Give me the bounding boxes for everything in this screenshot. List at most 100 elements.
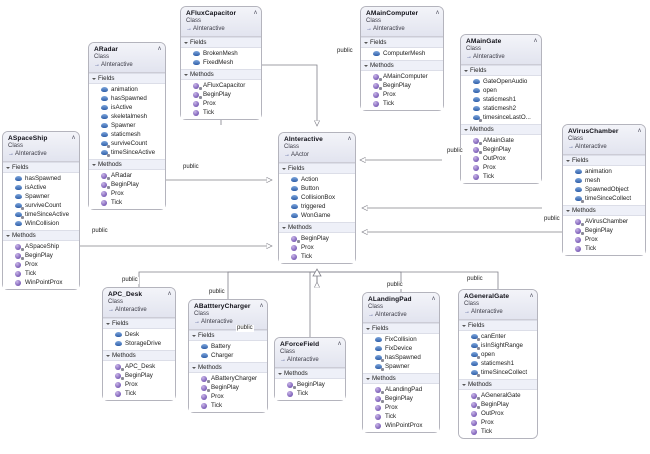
fields-section[interactable]: Fields [563,155,645,166]
method-row[interactable]: BeginPlay [459,400,537,409]
field-row[interactable]: SpawnedObject [563,185,645,194]
method-row[interactable]: Tick [363,412,439,421]
field-row[interactable]: hasSpawned [89,94,165,103]
field-row[interactable]: skeletalmesh [89,112,165,121]
method-row[interactable]: AMainGate [461,136,541,145]
methods-section[interactable]: Methods [363,373,439,384]
method-row[interactable]: Tick [189,401,267,410]
method-row[interactable]: ABatteryCharger [189,374,267,383]
field-row[interactable]: hasSpawned [3,174,79,183]
field-row[interactable]: WinCollision [3,219,79,228]
method-row[interactable]: Tick [181,108,261,117]
fields-section[interactable]: Fields [461,65,541,76]
disclosure-triangle-icon[interactable] [6,234,10,237]
field-row[interactable]: Action [279,175,355,184]
method-row[interactable]: ASpaceShip [3,242,79,251]
method-row[interactable]: WinPointProx [363,421,439,430]
field-row[interactable]: Spawner [3,192,79,201]
collapse-chevron-icon[interactable]: ʌ [158,46,161,52]
method-row[interactable]: BeginPlay [275,380,345,389]
fields-section[interactable]: Fields [279,163,355,174]
methods-section[interactable]: Methods [459,379,537,390]
method-row[interactable]: BeginPlay [361,81,443,90]
disclosure-triangle-icon[interactable] [184,41,188,44]
field-row[interactable]: animation [563,167,645,176]
collapse-chevron-icon[interactable]: ʌ [534,38,537,44]
fields-section[interactable]: Fields [181,37,261,48]
field-row[interactable]: animation [89,85,165,94]
method-row[interactable]: BeginPlay [563,226,645,235]
method-row[interactable]: OutProx [459,409,537,418]
field-row[interactable]: FixCollision [363,335,439,344]
method-row[interactable]: Prox [361,90,443,99]
field-row[interactable]: mesh [563,176,645,185]
collapse-chevron-icon[interactable]: ʌ [432,296,435,302]
collapse-chevron-icon[interactable]: ʌ [254,10,257,16]
methods-section[interactable]: Methods [563,205,645,216]
field-row[interactable]: timesinceLastO... [461,113,541,122]
field-row[interactable]: timeSinceCollect [563,194,645,203]
method-row[interactable]: BeginPlay [189,383,267,392]
method-row[interactable]: Prox [189,392,267,401]
field-row[interactable]: timeSinceActive [3,210,79,219]
methods-section[interactable]: Methods [189,362,267,373]
fields-section[interactable]: Fields [89,73,165,84]
disclosure-triangle-icon[interactable] [192,334,196,337]
methods-section[interactable]: Methods [103,350,175,361]
method-row[interactable]: AMainComputer [361,72,443,81]
field-row[interactable]: staticmesh [89,130,165,139]
disclosure-triangle-icon[interactable] [92,163,96,166]
disclosure-triangle-icon[interactable] [364,64,368,67]
method-row[interactable]: AFluxCapacitor [181,81,261,90]
method-row[interactable]: BeginPlay [461,145,541,154]
field-row[interactable]: surviveCount [89,139,165,148]
method-row[interactable]: BeginPlay [181,90,261,99]
field-row[interactable]: FixDevice [363,344,439,353]
collapse-chevron-icon[interactable]: ʌ [72,135,75,141]
field-row[interactable]: ComputerMesh [361,49,443,58]
methods-section[interactable]: Methods [89,159,165,170]
field-row[interactable]: Battery [189,342,267,351]
field-row[interactable]: StorageDrive [103,339,175,348]
field-row[interactable]: Desk [103,330,175,339]
fields-section[interactable]: Fields [361,37,443,48]
method-row[interactable]: Prox [103,380,175,389]
disclosure-triangle-icon[interactable] [92,77,96,80]
methods-section[interactable]: Methods [279,222,355,233]
field-row[interactable]: FixedMesh [181,58,261,67]
disclosure-triangle-icon[interactable] [106,354,110,357]
field-row[interactable]: open [459,350,537,359]
collapse-chevron-icon[interactable]: ʌ [530,293,533,299]
method-row[interactable]: Prox [181,99,261,108]
field-row[interactable]: surviveCount [3,201,79,210]
method-row[interactable]: Tick [89,198,165,207]
method-row[interactable]: Prox [3,260,79,269]
field-row[interactable]: Spawner [89,121,165,130]
method-row[interactable]: BeginPlay [89,180,165,189]
disclosure-triangle-icon[interactable] [6,166,10,169]
field-row[interactable]: triggered [279,202,355,211]
method-row[interactable]: BeginPlay [3,251,79,260]
disclosure-triangle-icon[interactable] [282,167,286,170]
disclosure-triangle-icon[interactable] [464,69,468,72]
methods-section[interactable]: Methods [3,230,79,241]
field-row[interactable]: CollisionBox [279,193,355,202]
method-row[interactable]: BeginPlay [279,234,355,243]
disclosure-triangle-icon[interactable] [366,327,370,330]
method-row[interactable]: Tick [279,252,355,261]
